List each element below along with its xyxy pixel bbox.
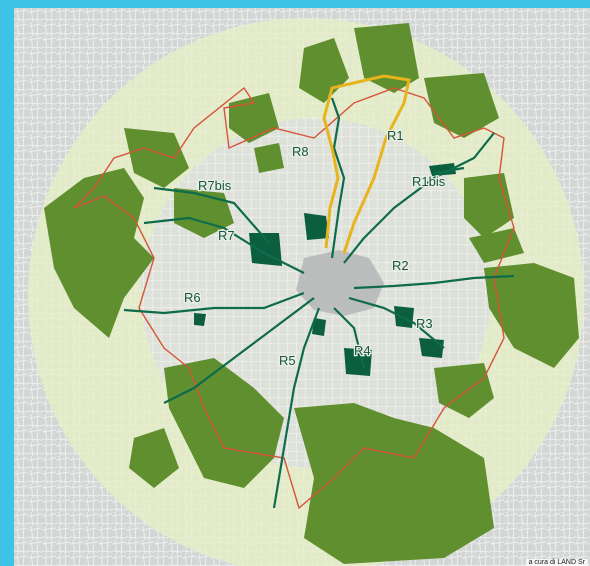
route-label-r6: R6 [184, 290, 201, 305]
route-label-r7: R7 [218, 228, 235, 243]
route-label-r4: R4 [354, 343, 371, 358]
green-routes [123, 97, 515, 509]
route-label-r1bis: R1bis [412, 174, 446, 189]
route-label-r8: R8 [292, 144, 309, 159]
map-canvas[interactable]: R1 R1bis R2 R3 R4 R5 R6 R7 R7bis R8 [14, 8, 590, 566]
map-frame: R1 R1bis R2 R3 R4 R5 R6 R7 R7bis R8 a cu… [14, 8, 590, 566]
route-label-r1: R1 [387, 128, 404, 143]
route-label-r7bis: R7bis [198, 178, 232, 193]
map-credit: a cura di LAND Sr [525, 559, 588, 566]
route-label-r3: R3 [416, 316, 433, 331]
route-labels: R1 R1bis R2 R3 R4 R5 R6 R7 R7bis R8 [183, 127, 447, 370]
city-core [296, 250, 384, 316]
municipal-boundary [73, 86, 515, 510]
highlight-corridor [322, 74, 411, 254]
route-label-r5: R5 [279, 353, 296, 368]
route-label-r2: R2 [392, 258, 409, 273]
